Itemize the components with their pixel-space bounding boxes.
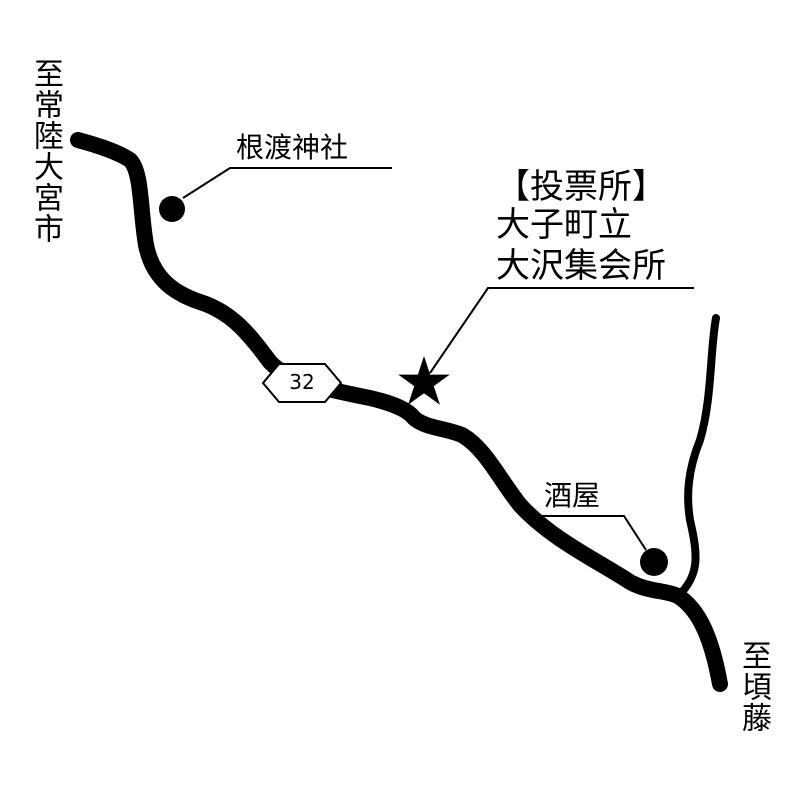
polling-place-name-line2: 大沢集会所 bbox=[496, 246, 666, 286]
route-shield bbox=[261, 363, 343, 403]
polling-place-name-line1: 大子町立 bbox=[496, 205, 632, 245]
polling-place-leader-line bbox=[429, 287, 694, 374]
direction-label-southeast: 至頃藤 bbox=[736, 640, 771, 733]
branch-road bbox=[674, 314, 720, 600]
shrine-leader-line bbox=[182, 167, 392, 199]
polling-place-header: 【投票所】 bbox=[496, 167, 666, 207]
liquor-store-leader-line bbox=[540, 515, 647, 551]
liquor-store-marker bbox=[640, 548, 668, 576]
liquor-store-label: 酒屋 bbox=[544, 479, 601, 512]
direction-label-northwest: 至常陸大宮市 bbox=[28, 58, 63, 244]
shrine-marker bbox=[159, 196, 185, 222]
route-number-label: 32 bbox=[289, 370, 315, 394]
main-road bbox=[70, 132, 728, 692]
shrine-label: 根渡神社 bbox=[236, 131, 349, 164]
polling-place-star-icon bbox=[398, 356, 450, 405]
